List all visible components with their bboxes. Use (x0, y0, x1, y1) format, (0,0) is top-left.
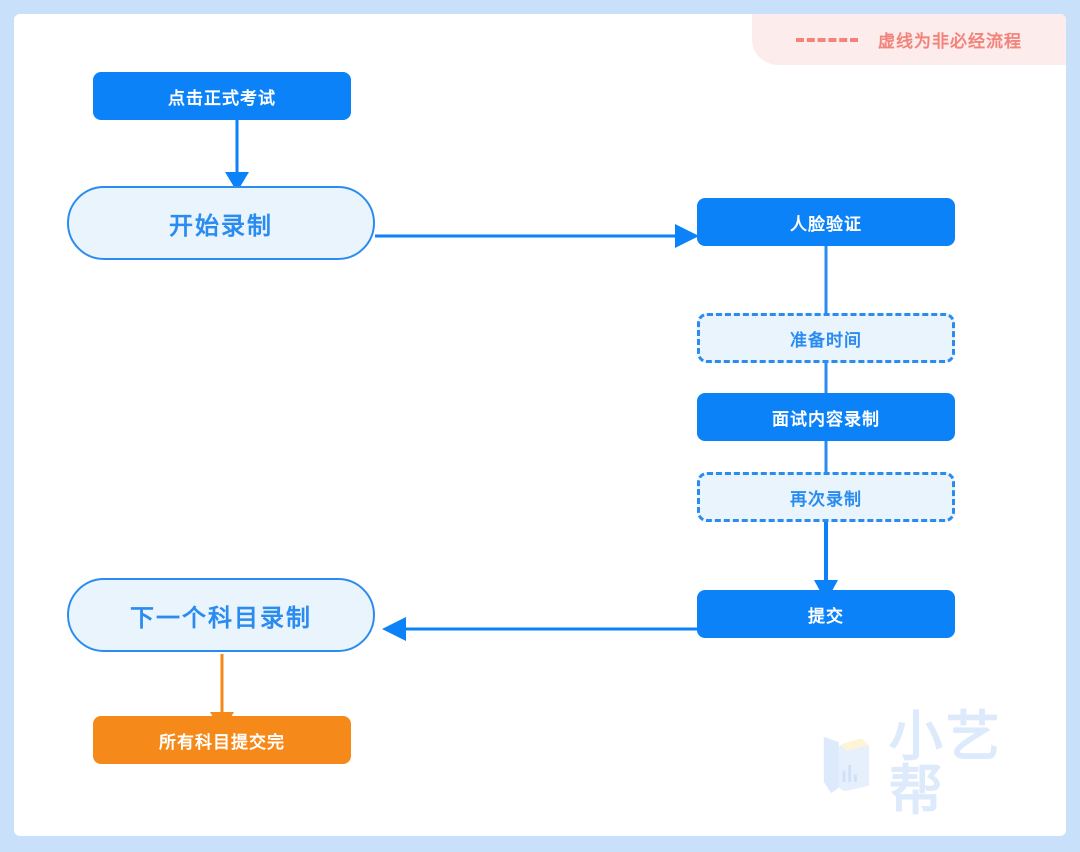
edge-submit-to-next-subject (382, 617, 706, 641)
legend-label: 虚线为非必经流程 (878, 32, 1022, 51)
legend-dashed-line-icon (796, 37, 858, 42)
node-interview-record-label: 面试内容录制 (772, 409, 880, 429)
node-prep-time[interactable]: 准备时间 (697, 313, 955, 363)
node-all-submitted-label: 所有科目提交完 (159, 732, 285, 752)
node-submit[interactable]: 提交 (697, 590, 955, 638)
node-face-verify[interactable]: 人脸验证 (697, 198, 955, 246)
edge-face-verify-to-prep-time (824, 242, 828, 320)
node-next-subject-label: 下一个科目录制 (130, 604, 312, 632)
watermark: 小艺帮 (820, 710, 1050, 818)
legend-banner: 虚线为非必经流程 (752, 14, 1066, 65)
node-prep-time-label: 准备时间 (790, 330, 862, 350)
flowchart-card: 虚线为非必经流程 (14, 14, 1066, 836)
node-start-recording-label: 开始录制 (169, 212, 273, 240)
node-record-again-label: 再次录制 (790, 489, 862, 509)
node-face-verify-label: 人脸验证 (790, 214, 862, 234)
node-click-exam[interactable]: 点击正式考试 (93, 72, 351, 120)
node-click-exam-label: 点击正式考试 (168, 88, 276, 108)
node-interview-record[interactable]: 面试内容录制 (697, 393, 955, 441)
watermark-text: 小艺帮 (888, 707, 1003, 821)
edge-start-recording-to-face-verify (375, 224, 699, 248)
xiaoyibang-logo-icon (823, 736, 870, 794)
node-submit-label: 提交 (808, 606, 844, 626)
node-record-again[interactable]: 再次录制 (697, 472, 955, 522)
node-all-submitted[interactable]: 所有科目提交完 (93, 716, 351, 764)
node-next-subject[interactable]: 下一个科目录制 (67, 578, 375, 652)
node-start-recording[interactable]: 开始录制 (67, 186, 375, 260)
